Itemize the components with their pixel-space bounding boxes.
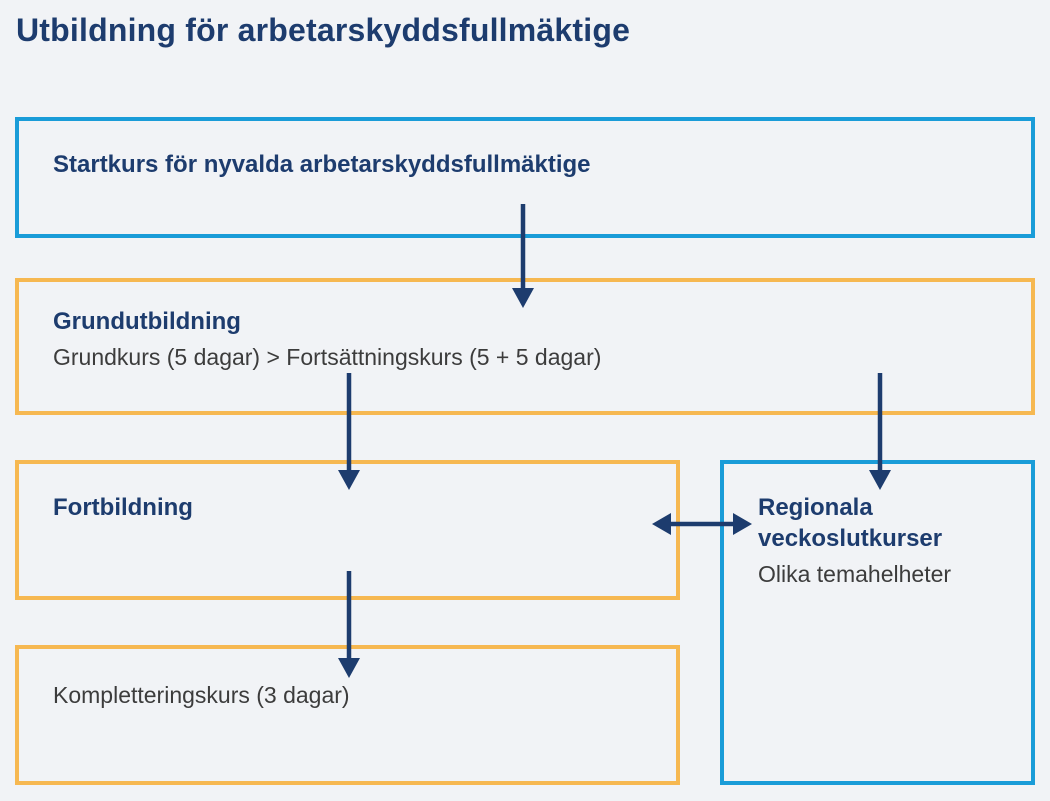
box-kompletteringskurs: Kompletteringskurs (3 dagar) <box>15 645 680 785</box>
page-title: Utbildning för arbetarskyddsfullmäktige <box>16 12 631 48</box>
box-fortbildning-content: Fortbildning <box>19 464 676 551</box>
box-grundutbildning-description: Grundkurs (5 dagar) > Fortsättningskurs … <box>53 344 602 371</box>
box-regionala-content: Regionala veckoslutkurser Olika temahelh… <box>724 464 1031 620</box>
box-regionala-title: Regionala veckoslutkurser <box>758 494 943 553</box>
box-kompletteringskurs-content: Kompletteringskurs (3 dagar) <box>19 649 676 740</box>
box-fortbildning-title: Fortbildning <box>53 494 193 521</box>
box-startkurs: Startkurs för nyvalda arbetarskyddsfullm… <box>15 117 1035 238</box>
box-regionala-description: Olika temahelheter <box>758 561 952 588</box>
box-grundutbildning: Grundutbildning Grundkurs (5 dagar) > Fo… <box>15 278 1035 415</box>
box-kompletteringskurs-title: Kompletteringskurs (3 dagar) <box>53 682 350 708</box>
box-grundutbildning-content: Grundutbildning Grundkurs (5 dagar) > Fo… <box>19 282 1031 403</box>
box-regionala-veckoslutkurser: Regionala veckoslutkurser Olika temahelh… <box>720 460 1035 785</box>
box-fortbildning: Fortbildning <box>15 460 680 600</box>
box-startkurs-content: Startkurs för nyvalda arbetarskyddsfullm… <box>19 121 1031 208</box>
box-grundutbildning-title: Grundutbildning <box>53 308 241 335</box>
box-startkurs-title: Startkurs för nyvalda arbetarskyddsfullm… <box>53 151 591 178</box>
